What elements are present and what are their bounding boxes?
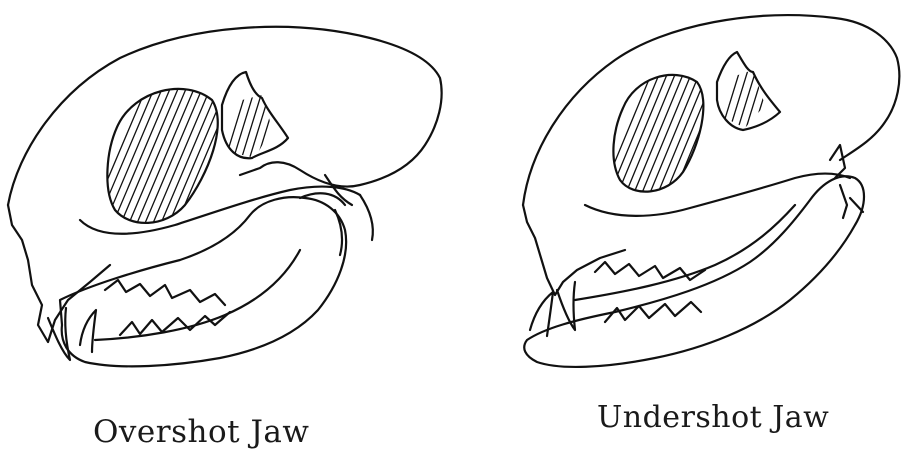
lower-teeth: [605, 302, 701, 322]
postorbital-hatching: [720, 70, 772, 135]
undershot-skull-drawing: [505, 0, 911, 458]
zygomatic-arch: [585, 174, 850, 216]
lower-teeth: [120, 312, 230, 335]
upper-teeth: [595, 262, 705, 280]
overshot-jaw-figure: Overshot Jaw: [0, 0, 460, 458]
mandible-inner: [95, 250, 300, 340]
occipital-detail: [325, 175, 373, 240]
lower-canine: [80, 310, 96, 352]
mandible-outline: [60, 197, 346, 366]
upper-teeth: [105, 280, 225, 305]
undershot-jaw-figure: Undershot Jaw: [505, 0, 911, 458]
cranium-outline: [8, 27, 442, 205]
overshot-caption: Overshot Jaw: [93, 414, 309, 450]
snout-outline: [523, 205, 625, 295]
overshot-skull-drawing: [0, 0, 460, 458]
eye-socket-hatching: [597, 60, 729, 205]
undershot-caption: Undershot Jaw: [597, 400, 829, 435]
